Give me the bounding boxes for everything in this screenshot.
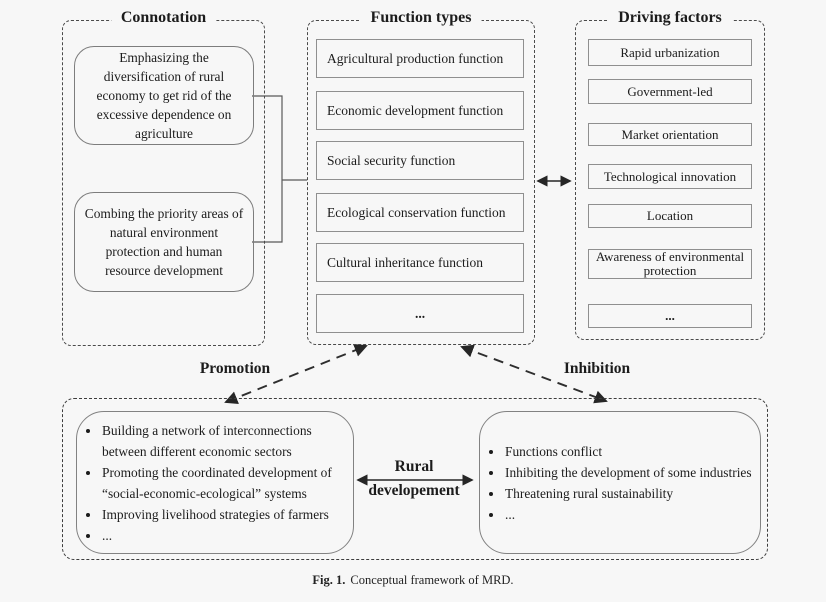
function-type-agricultural: Agricultural production function: [316, 39, 524, 78]
rural-development-label: Rural developement: [351, 455, 477, 503]
list-item: Promoting the coordinated development of…: [101, 462, 349, 504]
figure-caption-text: Conceptual framework of MRD.: [350, 573, 514, 587]
driving-factor-location: Location: [588, 204, 752, 228]
function-types-title: Function types: [360, 9, 482, 27]
figure-caption-label: Fig. 1.: [312, 573, 346, 587]
list-item: ...: [101, 525, 349, 546]
inhibition-effects-list: Functions conflict Inhibiting the develo…: [480, 441, 756, 525]
driving-factor-technology: Technological innovation: [588, 164, 752, 189]
driving-factor-ellipsis: ...: [588, 304, 752, 328]
promotion-effects-box: Building a network of interconnections b…: [76, 411, 354, 554]
function-type-social: Social security function: [316, 141, 524, 180]
promotion-effects-list: Building a network of interconnections b…: [77, 420, 353, 546]
connotation-item-diversification: Emphasizing the diversification of rural…: [74, 46, 254, 145]
rural-development-outcomes-container: Building a network of interconnections b…: [62, 398, 768, 560]
driving-factor-government: Government-led: [588, 79, 752, 104]
function-type-cultural: Cultural inheritance function: [316, 243, 524, 282]
connotation-item-priority-areas: Combing the priority areas of natural en…: [74, 192, 254, 292]
inhibition-label: Inhibition: [563, 360, 631, 377]
function-type-economic: Economic development function: [316, 91, 524, 130]
list-item: Inhibiting the development of some indus…: [504, 462, 752, 483]
driving-factor-awareness: Awareness of environmental protection: [588, 249, 752, 279]
promotion-label: Promotion: [199, 360, 271, 377]
function-type-ecological: Ecological conservation function: [316, 193, 524, 232]
list-item: Functions conflict: [504, 441, 752, 462]
driving-factors-title: Driving factors: [608, 9, 732, 27]
driving-factors-group: Driving factors Rapid urbanization Gover…: [575, 9, 765, 340]
inhibition-effects-box: Functions conflict Inhibiting the develo…: [479, 411, 761, 554]
driving-factor-market: Market orientation: [588, 123, 752, 146]
driving-factor-urbanization: Rapid urbanization: [588, 39, 752, 66]
connotation-group: Connotation Emphasizing the diversificat…: [62, 9, 265, 346]
list-item: Improving livelihood strategies of farme…: [101, 504, 349, 525]
list-item: Threatening rural sustainability: [504, 483, 752, 504]
rural-development-label-line1: Rural: [394, 458, 434, 475]
connotation-title: Connotation: [110, 9, 217, 27]
function-types-group: Function types Agricultural production f…: [307, 9, 535, 345]
list-item: Building a network of interconnections b…: [101, 420, 349, 462]
list-item: ...: [504, 504, 752, 525]
figure-caption: Fig. 1. Conceptual framework of MRD.: [0, 573, 826, 588]
function-type-ellipsis: ...: [316, 294, 524, 333]
rural-development-label-line2: developement: [368, 482, 460, 499]
